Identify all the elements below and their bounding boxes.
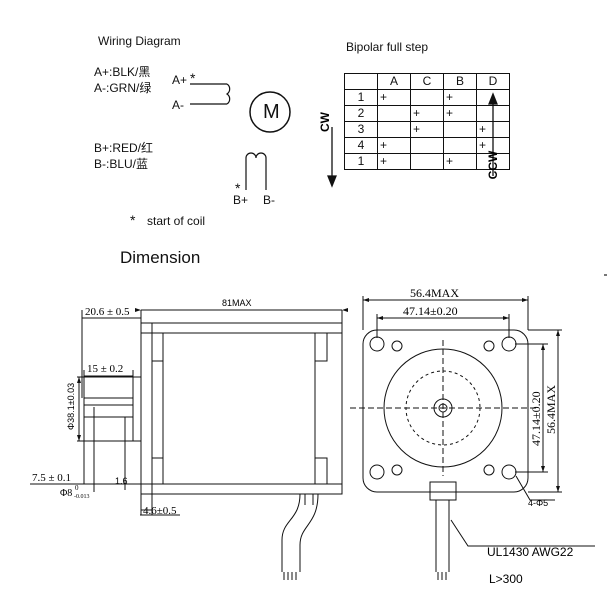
coil-b-plus-label: B+ (233, 193, 249, 207)
wire-a-minus: A-:GRN/绿 (94, 81, 152, 95)
ccw-arrow (488, 92, 498, 176)
dim-vertical-max: 56.4MAX (544, 385, 558, 434)
sequence-title: Bipolar full step (346, 40, 429, 54)
lead-length: L>300 (489, 572, 523, 586)
edge-mark (604, 274, 607, 276)
dim-shaft-tolerance: -0.013 (74, 494, 90, 500)
dimension-title: Dimension (120, 248, 201, 267)
table-row: 3 + + (344, 121, 510, 138)
coil-b-minus-label: B- (263, 193, 275, 207)
mount-hole (501, 464, 517, 480)
table-cell: + (443, 153, 477, 170)
dim-boss-diameter: Φ38.1±0.03 (66, 383, 76, 430)
cable-spec: UL1430 AWG22 (487, 545, 574, 559)
side-dims (30, 309, 343, 516)
ccw-label: CCW (486, 150, 500, 179)
start-marker-a: * (190, 70, 196, 86)
dim-shaft-diameter: Φ8 (60, 488, 72, 499)
wiring-title: Wiring Diagram (98, 34, 181, 48)
motor-symbol (249, 91, 291, 133)
front-dims (362, 296, 562, 493)
coil-a-plus-label: A+ (172, 73, 188, 87)
mount-hole (369, 464, 385, 480)
dim-arrowheads (77, 298, 560, 492)
dim-flat-depth: 1.6 (115, 476, 128, 486)
dim-flange-gap: 4.6±0.5 (143, 505, 177, 517)
start-of-coil-note: start of coil (147, 214, 206, 228)
wire-b-minus: B-:BLU/蓝 (94, 157, 149, 171)
table-row: 1 + + (344, 89, 510, 106)
dim-vertical-pitch: 47.14±0.20 (529, 391, 543, 446)
mount-hole (501, 336, 517, 352)
cw-arrow (327, 127, 337, 188)
cable-ends (283, 572, 447, 580)
dim-hole-pitch: 47.14±0.20 (403, 304, 458, 318)
dim-shaft-tol-top: 0 (75, 484, 79, 492)
coil-a (190, 83, 231, 105)
mount-hole (369, 336, 385, 352)
legend-star-marker: * (130, 212, 136, 228)
dim-body-length: 81MAX (222, 298, 252, 308)
dim-width-max: 56.4MAX (410, 286, 459, 300)
start-marker-b: * (235, 180, 241, 196)
coil-a-minus-label: A- (172, 98, 184, 112)
dim-mount-holes: 4-Φ5 (528, 498, 548, 508)
motor-symbol-label: M (263, 101, 280, 123)
coil-b (245, 152, 267, 190)
cw-label: CW (318, 111, 332, 132)
dim-shaft-length: 7.5 ± 0.1 (32, 472, 71, 484)
dim-shaft-flat: 15 ± 0.2 (87, 363, 123, 375)
wire-b-plus: B+:RED/红 (94, 141, 154, 155)
dim-flange-thickness: 20.6 ± 0.5 (85, 306, 130, 318)
wire-a-plus: A+:BLK/黑 (94, 65, 151, 79)
side-view-motor (83, 322, 343, 572)
